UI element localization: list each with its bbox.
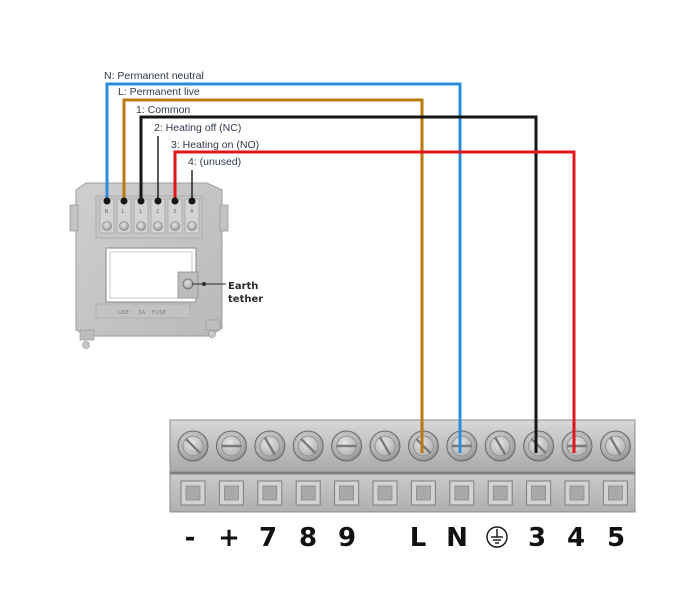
thermostat-backplate: USE 3A FUSE	[69, 182, 229, 349]
terminal-socket-hole	[185, 485, 201, 501]
terminal-screw	[292, 430, 324, 462]
thermostat-terminals: N L 1 2 3 4	[99, 198, 200, 234]
thermostat-pin-3: 3	[167, 198, 183, 234]
wire-common	[139, 115, 538, 453]
svg-text:1: 1	[139, 209, 142, 215]
earth-tether-label-1: Earth	[228, 281, 258, 292]
terminal-labels: - + 7 8 9 L N 3 4 5	[185, 523, 625, 553]
terminal-socket-hole	[569, 485, 585, 501]
svg-text:L: L	[122, 209, 125, 215]
label-permanent-live: L: Permanent live	[118, 86, 200, 98]
label-heating-on: 3: Heating on (NO)	[171, 139, 259, 151]
wires	[105, 82, 576, 453]
fuse-text-2: 3A	[138, 310, 145, 316]
wire-live	[122, 98, 424, 453]
terminal-socket-hole	[377, 485, 393, 501]
terminal-socket-hole	[454, 485, 470, 501]
terminal-screw	[561, 430, 593, 462]
fuse-text-3: FUSE	[152, 310, 167, 316]
terminal-label-9: 9	[338, 523, 356, 553]
svg-text:2: 2	[156, 209, 159, 215]
terminal-label-minus: -	[185, 523, 196, 553]
terminal-screw	[523, 430, 555, 462]
terminal-screw	[177, 430, 209, 462]
thermostat-pin-1: 1	[133, 198, 149, 234]
terminal-sockets	[180, 480, 628, 506]
terminal-screw	[215, 430, 247, 462]
terminal-socket-hole	[531, 485, 546, 501]
svg-text:4: 4	[190, 209, 193, 215]
svg-text:3: 3	[173, 209, 176, 215]
terminal-screw	[331, 430, 363, 462]
terminal-block	[169, 419, 636, 513]
thermostat-wire-terminations	[103, 197, 196, 205]
terminal-socket-hole	[492, 485, 508, 501]
terminal-socket-hole	[223, 485, 239, 501]
earth-ground-icon	[486, 526, 508, 548]
terminal-socket-hole	[415, 485, 431, 501]
terminal-socket-hole	[300, 485, 316, 501]
terminal-label-7: 7	[259, 523, 277, 553]
label-common: 1: Common	[136, 104, 190, 116]
label-unused: 4: (unused)	[188, 156, 241, 168]
earth-tether-label-2: tether	[228, 294, 263, 305]
wire-neutral	[105, 82, 462, 453]
terminal-label-3: 3	[528, 523, 546, 553]
terminal-label-plus: +	[218, 523, 240, 553]
label-permanent-neutral: N: Permanent neutral	[104, 70, 204, 82]
wire-heating-on	[173, 150, 576, 453]
fuse-text-1: USE	[118, 310, 130, 316]
terminal-socket-hole	[262, 485, 278, 501]
terminal-label-n: N	[446, 523, 468, 553]
label-heating-off: 2: Heating off (NC)	[154, 122, 241, 134]
terminal-screw	[446, 430, 478, 462]
svg-text:N: N	[105, 209, 109, 215]
terminal-screw	[484, 430, 516, 462]
terminal-screw	[369, 430, 401, 462]
terminal-label-l: L	[410, 523, 427, 553]
terminal-socket-hole	[339, 485, 355, 501]
thermostat-pin-l: L	[116, 198, 132, 234]
terminal-label-4: 4	[567, 523, 585, 553]
terminal-screw	[254, 430, 286, 462]
terminal-socket-hole	[608, 485, 623, 501]
terminal-screws	[177, 430, 631, 462]
terminal-label-5: 5	[607, 523, 625, 553]
terminal-screw	[599, 430, 631, 462]
terminal-label-8: 8	[299, 523, 317, 553]
